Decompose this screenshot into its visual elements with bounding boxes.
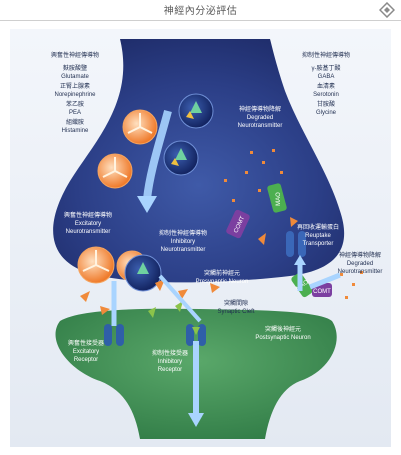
excitatory-receptor xyxy=(104,324,124,346)
svg-text:Norepinephrine: Norepinephrine xyxy=(54,92,96,98)
svg-text:Degraded: Degraded xyxy=(347,261,373,267)
svg-text:興奮性接受器: 興奮性接受器 xyxy=(68,339,104,347)
svg-text:Glutamate: Glutamate xyxy=(61,74,89,80)
svg-text:γ-胺基丁酸: γ-胺基丁酸 xyxy=(312,64,341,72)
diamond-logo-icon xyxy=(379,2,395,18)
synaptic-cleft-label: 突觸間隙 Synaptic Cleft xyxy=(217,299,254,315)
excitatory-vesicle xyxy=(77,246,115,284)
inhibitory-signal-arrow-head xyxy=(188,413,204,427)
excitatory-list: 麩胺酸鹽 Glutamate 正腎上腺素 Norepinephrine 苯乙胺 … xyxy=(54,64,96,134)
svg-text:血清素: 血清素 xyxy=(317,82,335,90)
inhibitory-receptor xyxy=(186,324,206,346)
presynaptic-neuron xyxy=(53,39,345,283)
svg-text:甘胺酸: 甘胺酸 xyxy=(317,100,335,108)
excitatory-nt-label: 興奮性神經傳導物 Excitatory Neurotransmitter xyxy=(64,211,112,235)
svg-text:Receptor: Receptor xyxy=(158,367,182,373)
inhibitory-vesicle xyxy=(124,254,162,292)
synapse-diagram: MAO COMT MAO COMT xyxy=(0,21,401,450)
svg-text:PEA: PEA xyxy=(69,110,81,116)
page-title: 神經內分泌評估 xyxy=(163,6,238,17)
mao-enzyme: MAO xyxy=(267,183,287,213)
svg-text:Postsynaptic Neuron: Postsynaptic Neuron xyxy=(255,335,310,341)
reuptake-arrow-head xyxy=(294,255,306,265)
presynaptic-label: 突觸前神經元 Presynaptic Neuron xyxy=(196,269,249,285)
inhibitory-vesicle xyxy=(163,140,199,176)
released-neurotransmitters xyxy=(80,217,298,318)
inhibitory-list: γ-胺基丁酸 GABA 血清素 Serotonin 甘胺酸 Glycine xyxy=(312,64,341,116)
svg-text:Histamine: Histamine xyxy=(62,128,89,134)
svg-text:Neurotransmitter: Neurotransmitter xyxy=(238,123,283,129)
svg-text:Inhibitory: Inhibitory xyxy=(171,239,195,245)
svg-text:突觸前神經元: 突觸前神經元 xyxy=(204,269,240,277)
svg-text:Synaptic Cleft: Synaptic Cleft xyxy=(217,309,254,315)
svg-text:Excitatory: Excitatory xyxy=(75,221,101,227)
svg-text:COMT: COMT xyxy=(313,289,331,295)
svg-text:Receptor: Receptor xyxy=(74,357,98,363)
reuptake-transporter xyxy=(286,231,306,257)
degraded-neurotransmitter-dots xyxy=(224,149,363,299)
excitatory-vesicle xyxy=(122,109,158,145)
svg-text:突觸間隙: 突觸間隙 xyxy=(224,299,248,307)
comt-enzyme: COMT xyxy=(226,209,250,239)
inhibitory-receptor-label: 抑制性接受器 Inhibitory Receptor xyxy=(152,349,188,373)
svg-text:Degraded: Degraded xyxy=(247,115,273,121)
svg-text:組織胺: 組織胺 xyxy=(66,118,84,126)
degradation-arrow xyxy=(309,272,341,290)
excitatory-vesicle xyxy=(97,153,133,189)
svg-text:神經傳導物降解: 神經傳導物降解 xyxy=(339,251,381,259)
flow-arrow-head xyxy=(137,196,157,213)
svg-text:興奮性神經傳導物: 興奮性神經傳導物 xyxy=(64,211,112,219)
svg-text:Neurotransmitter: Neurotransmitter xyxy=(338,269,383,275)
synapse-illustration: MAO COMT MAO COMT xyxy=(10,29,391,447)
svg-text:Inhibitory: Inhibitory xyxy=(158,359,182,365)
svg-text:Glycine: Glycine xyxy=(316,110,337,116)
svg-text:Presynaptic Neuron: Presynaptic Neuron xyxy=(196,279,249,285)
svg-text:突觸後神經元: 突觸後神經元 xyxy=(265,325,301,333)
svg-text:抑制性神經傳導物: 抑制性神經傳導物 xyxy=(159,229,207,237)
page-header: 神經內分泌評估 xyxy=(0,0,401,21)
postsynaptic-label: 突觸後神經元 Postsynaptic Neuron xyxy=(255,325,310,341)
flow-arrow-presynaptic xyxy=(143,109,172,200)
inhibitory-nt-label: 抑制性神經傳導物 Inhibitory Neurotransmitter xyxy=(159,229,207,253)
svg-text:正腎上腺素: 正腎上腺素 xyxy=(60,82,90,90)
svg-text:Transporter: Transporter xyxy=(303,241,334,247)
svg-text:GABA: GABA xyxy=(318,74,335,80)
svg-text:苯乙胺: 苯乙胺 xyxy=(66,100,84,108)
degraded-nt-label-right: 神經傳導物降解 Degraded Neurotransmitter xyxy=(338,251,383,275)
svg-text:再回收運輸蛋白: 再回收運輸蛋白 xyxy=(297,223,339,231)
reuptake-label: 再回收運輸蛋白 Reuptake Transporter xyxy=(297,223,339,247)
svg-text:Excitatory: Excitatory xyxy=(73,349,99,355)
svg-text:麩胺酸鹽: 麩胺酸鹽 xyxy=(63,64,87,72)
inhibitory-vesicle xyxy=(178,93,214,129)
release-arrow xyxy=(158,274,202,323)
svg-text:Serotonin: Serotonin xyxy=(313,92,339,98)
svg-text:Neurotransmitter: Neurotransmitter xyxy=(66,229,111,235)
excitatory-receptor-label: 興奮性接受器 Excitatory Receptor xyxy=(68,339,104,363)
svg-text:Reuptake: Reuptake xyxy=(305,233,331,239)
svg-text:神經傳導物降解: 神經傳導物降解 xyxy=(239,105,281,113)
svg-text:MAO: MAO xyxy=(276,192,282,206)
degraded-nt-label: 神經傳導物降解 Degraded Neurotransmitter xyxy=(238,105,283,129)
excitatory-heading: 興奮性神經傳導物 xyxy=(51,51,99,59)
inhibitory-heading: 抑制性神經傳導物 xyxy=(302,51,350,59)
svg-text:Neurotransmitter: Neurotransmitter xyxy=(161,247,206,253)
svg-text:抑制性接受器: 抑制性接受器 xyxy=(152,349,188,357)
